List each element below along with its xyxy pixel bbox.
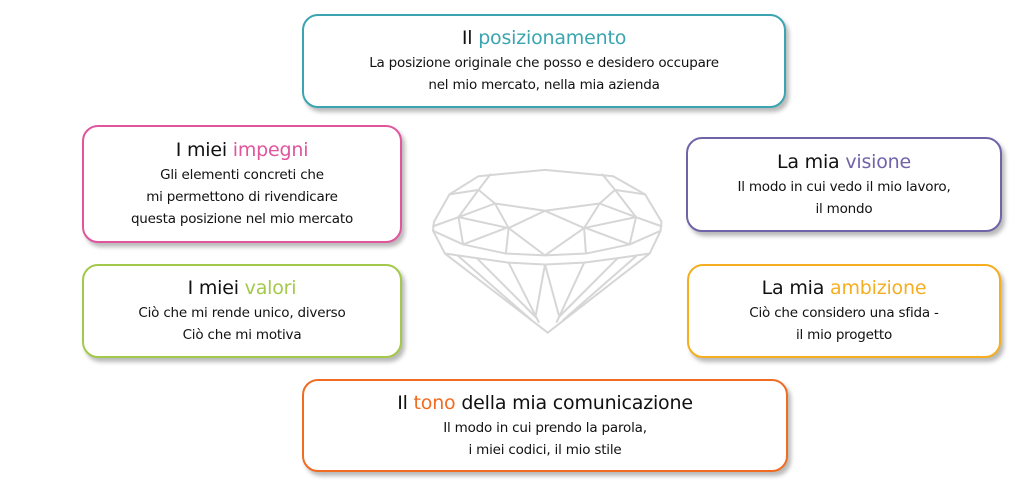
card-title: I miei impegni (176, 138, 309, 162)
card-ambition: La mia ambizione Ciò che considero una s… (687, 264, 1001, 358)
description-line: questa posizione nel mio mercato (130, 211, 354, 227)
title-highlight: ambizione (830, 277, 927, 299)
title-highlight: visione (845, 150, 911, 173)
card-description: Ciò che mi rende unico, diverso Ciò che … (138, 302, 345, 346)
title-prefix: I miei (187, 277, 239, 299)
title-prefix: Il (461, 27, 473, 49)
description-line: La posizione originale che posso e desid… (369, 55, 719, 71)
description-line: Il modo in cui prendo la parola, (443, 419, 647, 436)
diamond-icon (432, 168, 663, 334)
description-line: Il modo in cui vedo il mio lavoro, (737, 178, 951, 195)
title-highlight: impegni (232, 139, 309, 161)
card-title: Il posizionamento (462, 26, 626, 50)
card-title: La mia ambizione (762, 276, 927, 300)
card-title: I miei valori (188, 276, 297, 300)
card-positioning: Il posizionamento La posizione originale… (302, 14, 786, 108)
description-line: il mondo (815, 200, 873, 217)
title-prefix: I miei (175, 139, 227, 161)
title-suffix: della mia comunicazione (461, 391, 693, 414)
description-line: il mio progetto (795, 327, 893, 343)
card-description: Il modo in cui prendo la parola, i miei … (443, 417, 647, 461)
title-prefix: La mia (776, 150, 840, 173)
card-title: La mia visione (777, 150, 911, 174)
card-description: La posizione originale che posso e desid… (369, 52, 719, 96)
title-highlight: tono (413, 391, 456, 414)
card-description: Gli elementi concreti che mi permettono … (131, 164, 353, 230)
description-line: mi permettono di rivendicare (146, 189, 338, 205)
description-line: Ciò che mi motiva (182, 327, 302, 343)
title-highlight: posizionamento (478, 27, 627, 49)
card-title: Il tono della mia comunicazione (397, 391, 693, 415)
card-tone: Il tono della mia comunicazione Il modo … (302, 379, 788, 472)
description-line: i miei codici, il mio stile (468, 441, 622, 458)
card-description: Il modo in cui vedo il mio lavoro, il mo… (737, 176, 950, 220)
description-line: Ciò che considero una sfida - (749, 305, 939, 321)
description-line: nel mio mercato, nella mia azienda (428, 77, 660, 93)
title-highlight: valori (244, 277, 297, 299)
card-vision: La mia visione Il modo in cui vedo il mi… (686, 137, 1002, 232)
description-line: Gli elementi concreti che (160, 167, 324, 183)
title-prefix: Il (397, 391, 408, 414)
card-values: I miei valori Ciò che mi rende unico, di… (82, 264, 402, 358)
card-commitments: I miei impegni Gli elementi concreti che… (82, 125, 402, 243)
description-line: Ciò che mi rende unico, diverso (138, 305, 346, 321)
card-description: Ciò che considero una sfida - il mio pro… (749, 302, 939, 346)
title-prefix: La mia (761, 277, 825, 299)
